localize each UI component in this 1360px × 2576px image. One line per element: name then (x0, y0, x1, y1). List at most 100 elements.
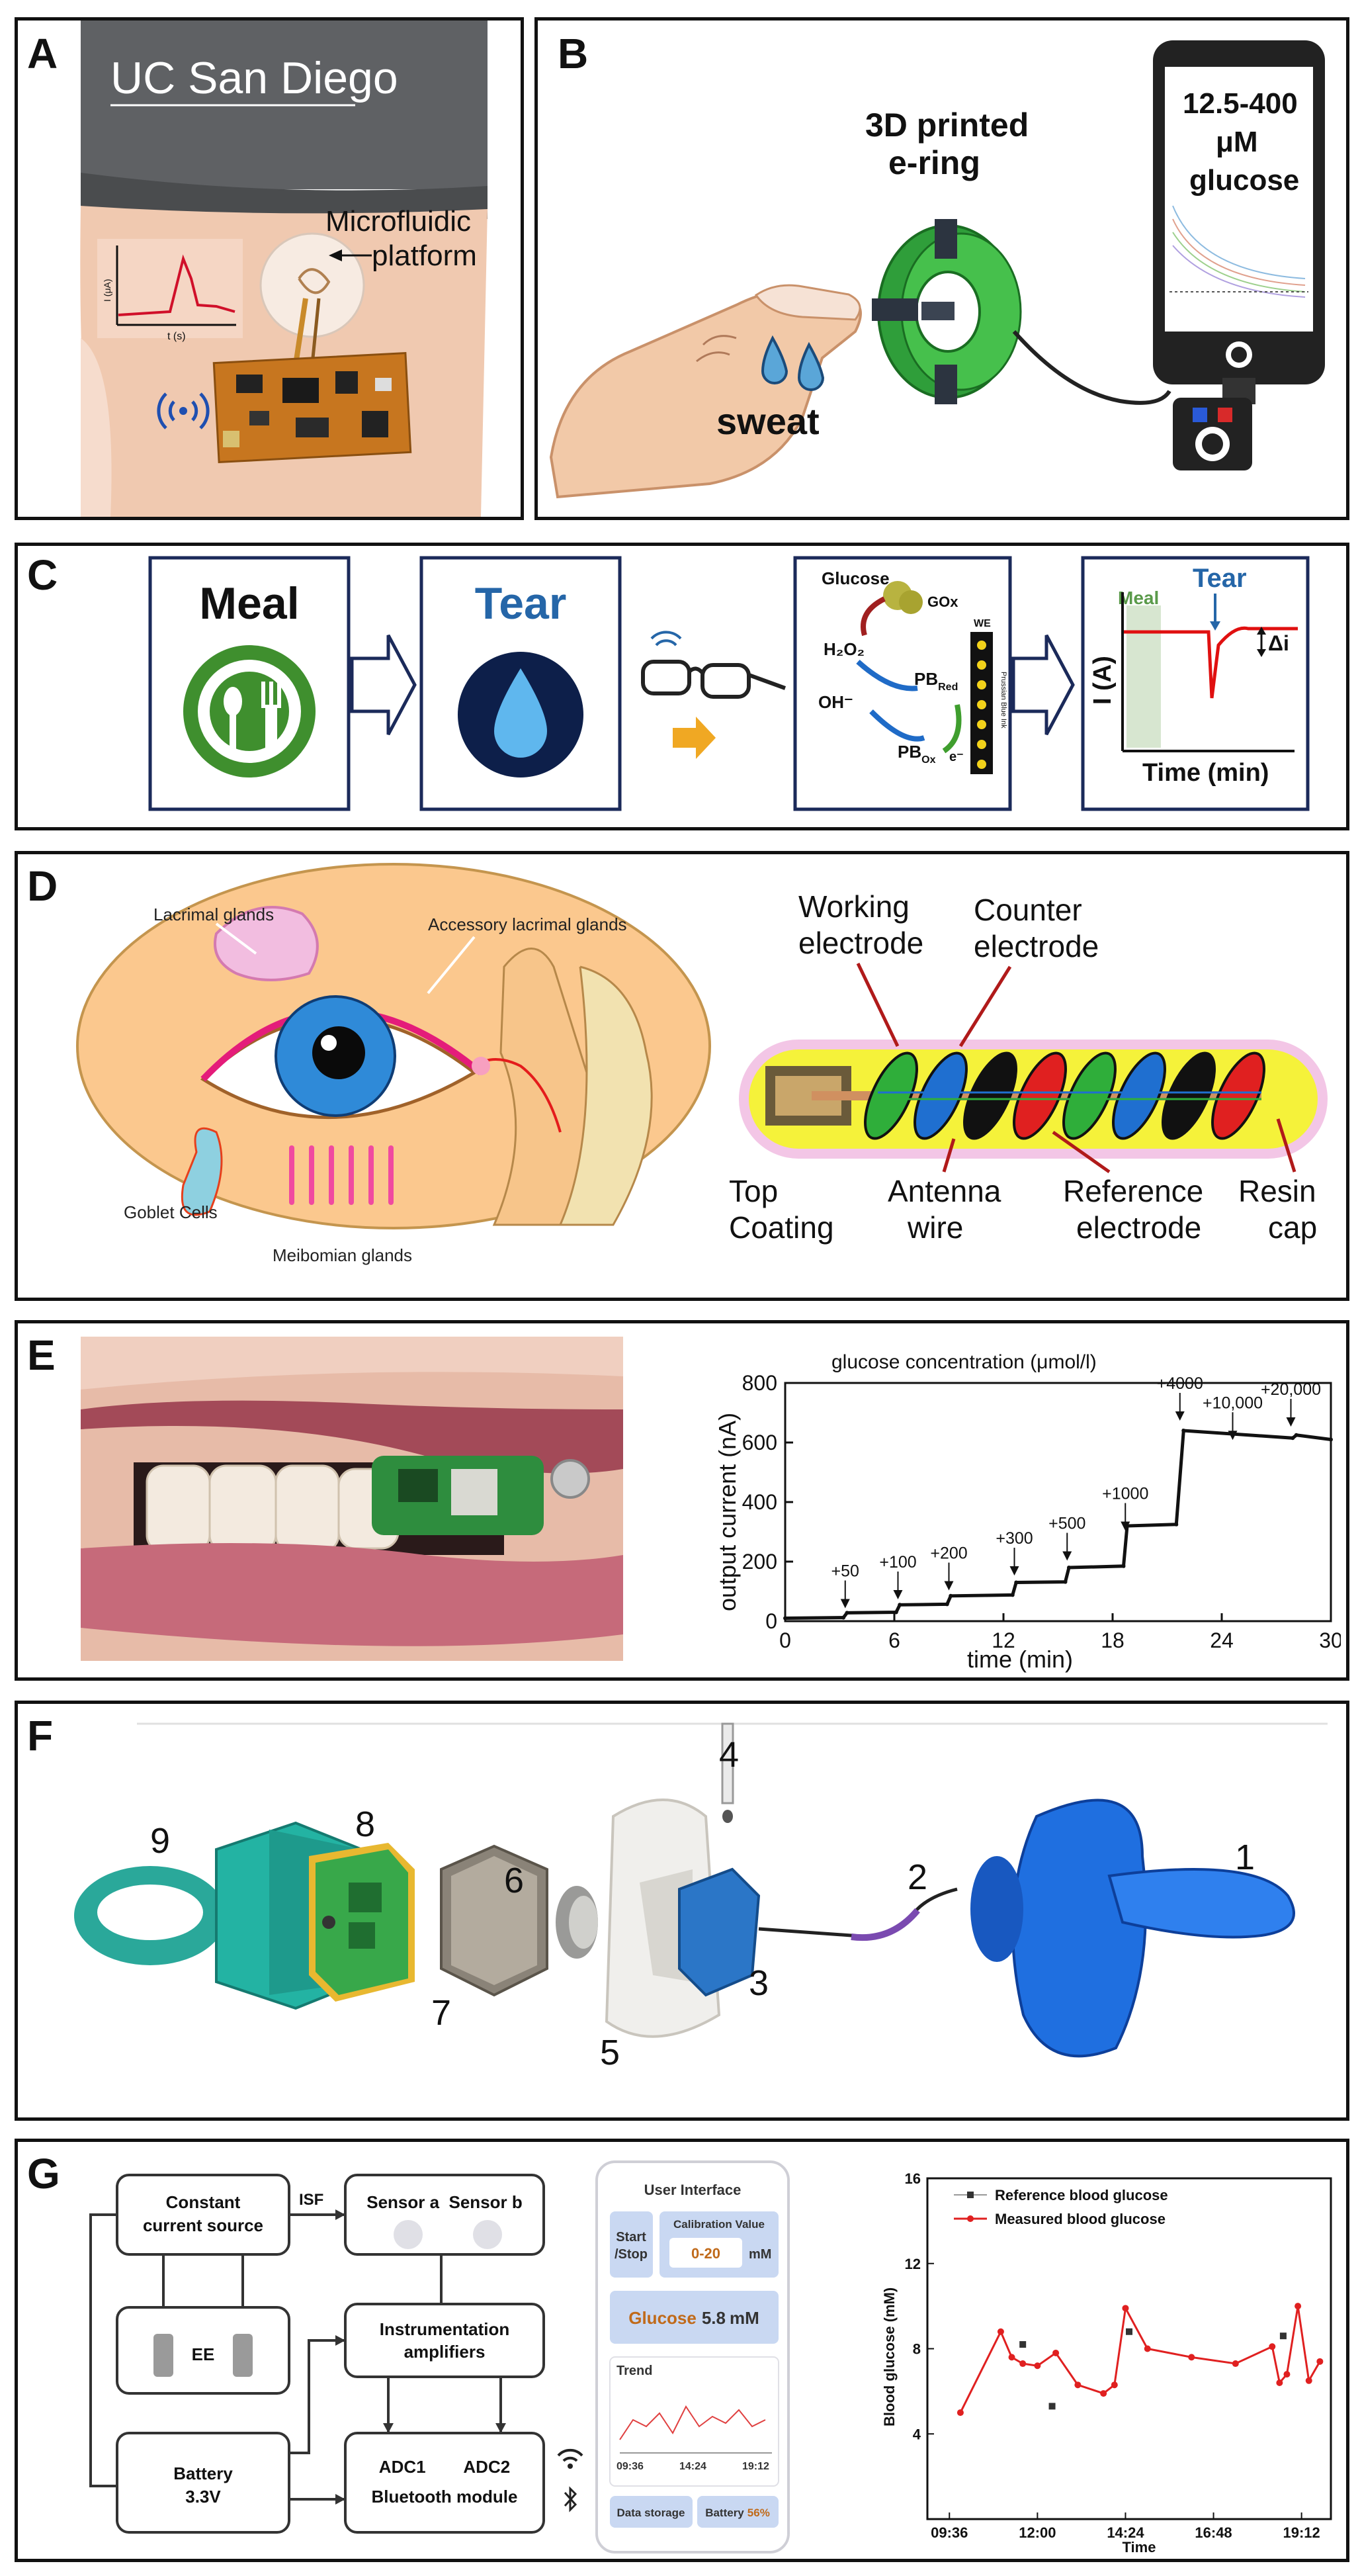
block-isf: ISF (299, 2191, 323, 2209)
current-series-line (785, 1429, 1332, 1620)
label-counter-2: electrode (974, 929, 1099, 963)
measured-point (1111, 2381, 1118, 2389)
data-point (841, 1615, 845, 1620)
eye-diagram: Lacrimal glands Accessory lacrimal gland… (76, 863, 711, 1265)
measured-point (1074, 2381, 1082, 2389)
pcb-stack (309, 1843, 415, 2002)
annotation-arrowhead (1175, 1411, 1185, 1421)
y-tick-label: 8 (913, 2341, 921, 2358)
panel-c: C Meal Tear (15, 543, 1349, 830)
label-meibomian: Meibomian glands (273, 1245, 412, 1265)
ui-calib-value: 0-20 (691, 2245, 720, 2262)
tear-drop-icon (458, 652, 583, 777)
annotation-arrowhead (840, 1599, 850, 1609)
annotation-label: +10,000 (1203, 1394, 1263, 1412)
panel-b-illustration: sweat 3D printed e-ring 12.5-400 μM (549, 40, 1325, 499)
block-ee: EE (192, 2344, 215, 2364)
x-tick-label: 24 (1210, 1628, 1234, 1652)
x-tick-label: 16:48 (1195, 2524, 1232, 2541)
measured-point (1316, 2358, 1324, 2365)
meal-icon (183, 645, 316, 777)
label-top-2: Coating (729, 1210, 834, 1245)
data-point (1014, 1580, 1019, 1585)
panel-d-illustration: Lacrimal glands Accessory lacrimal gland… (76, 863, 1328, 1265)
x-tick-label: 30 (1319, 1628, 1341, 1652)
annotation-arrowhead (1062, 1551, 1072, 1561)
ui-calib-title: Calibration Value (673, 2218, 765, 2231)
block-amps-1: Instrumentation (380, 2319, 509, 2339)
chem-we: WE (974, 618, 991, 629)
measured-point (1305, 2377, 1312, 2384)
ering-title-2: e-ring (888, 144, 980, 181)
panel-a: A UC San Diego Microfluidic platform (15, 17, 524, 520)
data-point (1294, 1433, 1298, 1437)
chem-prussian: Prussian Blue Ink (999, 672, 1007, 729)
measured-point (1144, 2345, 1151, 2352)
panel-label: C (27, 551, 58, 599)
annotation-label: +50 (831, 1562, 859, 1581)
label-working-1: Working (798, 889, 910, 924)
label-counter-1: Counter (974, 893, 1082, 927)
panel-label: B (558, 30, 589, 77)
legend-label: Reference blood glucose (995, 2187, 1168, 2203)
measured-point (1122, 2305, 1129, 2312)
chem-pb-ox: PBOx (898, 742, 936, 766)
part-number-1: 1 (1235, 1838, 1255, 1877)
x-tick-label: 6 (888, 1628, 900, 1652)
panel-e: E glucose concentration (μmol/l) output … (15, 1320, 1349, 1681)
inset-ylabel: I (μA) (102, 279, 112, 302)
measured-point (1269, 2343, 1276, 2350)
logo-text: UC San Diego (110, 53, 398, 103)
chart-ylabel: output current (nA) (714, 1413, 741, 1611)
graph-ylabel: I (A) (1089, 656, 1117, 705)
y-tick-label: 0 (765, 1609, 777, 1633)
part-number-2: 2 (908, 1857, 927, 1897)
y-tick-label: 200 (742, 1550, 777, 1574)
panel-a-photo: UC San Diego Microfluidic platform I (μA… (80, 21, 488, 517)
ui-trend: Trend (616, 2364, 652, 2378)
annotation-line2: platform (372, 240, 477, 272)
annotation-arrowhead (893, 1590, 903, 1599)
annotation-label: +100 (879, 1553, 916, 1572)
x-tick-label: 18 (1101, 1628, 1125, 1652)
x-tick-label: 19:12 (1283, 2524, 1320, 2541)
phone-text-3: glucose (1189, 164, 1299, 197)
measured-point (1034, 2362, 1041, 2370)
data-point (1181, 1429, 1186, 1433)
annotation-label: +500 (1048, 1515, 1085, 1533)
annotation-arrowhead (944, 1581, 954, 1591)
panel-c-flow: Meal Tear (148, 556, 1310, 811)
annotation-arrowhead (1286, 1417, 1296, 1427)
block-amps-2: amplifiers (404, 2342, 486, 2362)
measured-point (1052, 2349, 1060, 2356)
block-bt: Bluetooth module (372, 2487, 518, 2507)
measured-point (1019, 2360, 1027, 2368)
part-number-9: 9 (150, 1821, 170, 1861)
annotation-label: +1000 (1102, 1485, 1148, 1503)
panel-d: D Lacrimal glands Accessory lacrimal gla… (15, 851, 1349, 1301)
annotation-line1: Microfluidic (325, 205, 471, 238)
y-tick-label: 4 (913, 2426, 921, 2442)
ring-band (74, 1866, 226, 1965)
panel-label: E (27, 1331, 56, 1379)
panel-g: G Constant current source ISF Senso (15, 2139, 1349, 2562)
measured-point (997, 2328, 1004, 2335)
tear-title: Tear (475, 578, 567, 629)
measured-series-line (959, 2305, 1321, 2413)
ering-title-1: 3D printed (865, 107, 1029, 144)
system-block-diagram: Constant current source ISF Sensor a Sen… (89, 2160, 790, 2554)
wifi-icon (157, 392, 210, 429)
y-tick-label: 12 (905, 2256, 921, 2272)
ui-calib-unit: mM (749, 2247, 771, 2262)
chem-electron: e⁻ (949, 750, 964, 764)
glasses-icon (641, 631, 786, 699)
graph-delta: Δi (1268, 631, 1289, 655)
data-point (898, 1603, 902, 1607)
ui-storage: Data storage (617, 2507, 685, 2519)
inset-graph: I (μA) t (s) (97, 239, 243, 342)
label-lacrimal: Lacrimal glands (153, 905, 274, 924)
data-point (1174, 1522, 1179, 1527)
data-point (783, 1616, 787, 1621)
x-tick-label: 09:36 (931, 2524, 968, 2541)
label-reference-2: electrode (1076, 1210, 1201, 1245)
